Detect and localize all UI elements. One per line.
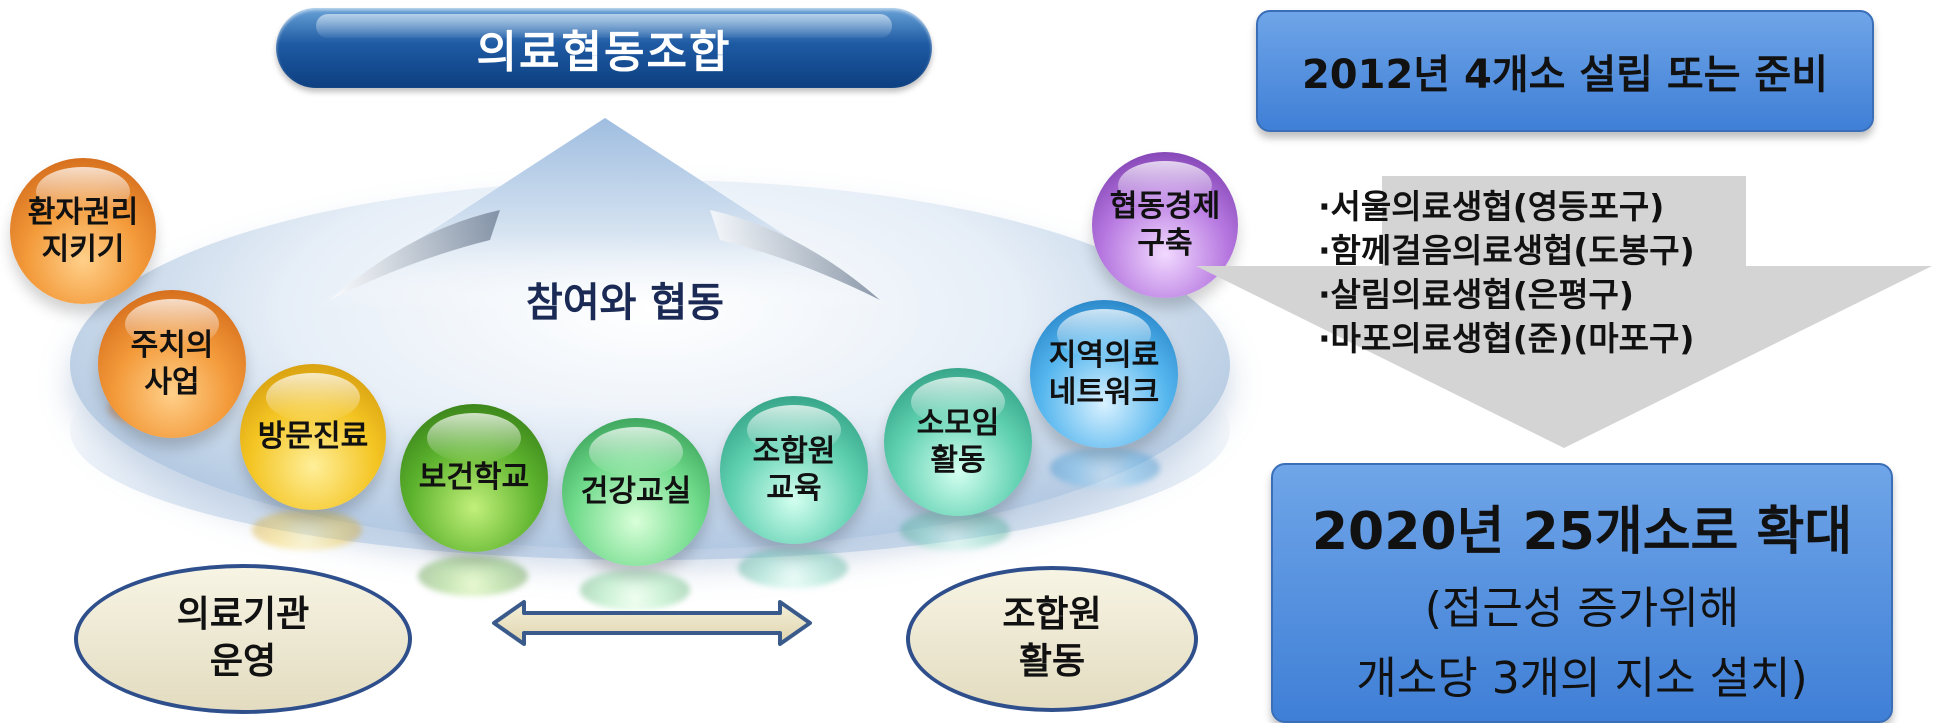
- ball-label: 구축: [1137, 226, 1193, 261]
- oval-label: 의료기관: [176, 594, 310, 636]
- ball-label: 네트워크: [1048, 375, 1160, 410]
- center-label: 참여와 협동: [526, 280, 724, 326]
- oval-label: 활동: [1018, 641, 1086, 682]
- top-box: 2012년 4개소 설립 또는 준비: [1256, 10, 1874, 132]
- ball-label: 환자권리: [27, 194, 139, 230]
- ball-label: 사업: [144, 365, 200, 400]
- ball-label: 방문진료: [257, 419, 369, 455]
- ball-reflection: [418, 556, 528, 596]
- double-arrow: [492, 600, 812, 646]
- title-text: 의료협동조합: [476, 27, 732, 78]
- down-arrow-shape: [1196, 176, 1932, 448]
- ball-label: 보건학교: [418, 460, 530, 496]
- ball-label: 조합원: [752, 433, 836, 469]
- bottom-box: 2020년 25개소로 확대 (접근성 증가위해 개소당 3개의 지소 설치): [1271, 463, 1893, 723]
- list-item: ∙마포의료생협(준)(마포구): [1318, 318, 1695, 358]
- ball-label: 협동경제: [1109, 188, 1221, 224]
- ball-label: 소모임: [916, 405, 1000, 441]
- mountain-arrow-shape: [310, 118, 900, 310]
- oval-label: 조합원: [1002, 594, 1102, 636]
- coop-list: ∙서울의료생협(영등포구) ∙함께걸음의료생협(도봉구) ∙살림의료생협(은평구…: [1318, 185, 1838, 361]
- ball-label: 교육: [766, 471, 822, 506]
- ball-label: 활동: [930, 443, 986, 478]
- bottom-box-line: 개소당 3개의 지소 설치): [1356, 653, 1808, 704]
- list-item: ∙함께걸음의료생협(도봉구): [1318, 230, 1695, 270]
- ball-label: 건강교실: [580, 474, 692, 510]
- ball-label: 지역의료: [1048, 337, 1160, 373]
- list-item: ∙서울의료생협(영등포구): [1318, 187, 1665, 226]
- bottom-box-line: (접근성 증가위해: [1424, 583, 1740, 634]
- ball-label: 주치의: [130, 327, 214, 363]
- list-item: ∙살림의료생협(은평구): [1318, 274, 1634, 314]
- ball-reflection: [738, 548, 848, 588]
- ball-home-visit: 방문진료: [240, 364, 386, 510]
- ball-reflection: [252, 510, 362, 550]
- ball-health-class: 건강교실: [562, 418, 710, 566]
- ball-reflection: [580, 570, 690, 610]
- ball-label: 지키기: [41, 232, 125, 267]
- bottom-box-headline: 2020년 25개소로 확대: [1311, 502, 1853, 562]
- title-banner: 의료협동조합: [276, 8, 932, 88]
- top-box-text: 2012년 4개소 설립 또는 준비: [1301, 52, 1829, 98]
- ball-reflection: [1050, 448, 1160, 488]
- ball-health-school: 보건학교: [400, 404, 548, 552]
- oval-label: 운영: [209, 641, 277, 682]
- ball-reflection: [900, 510, 1010, 550]
